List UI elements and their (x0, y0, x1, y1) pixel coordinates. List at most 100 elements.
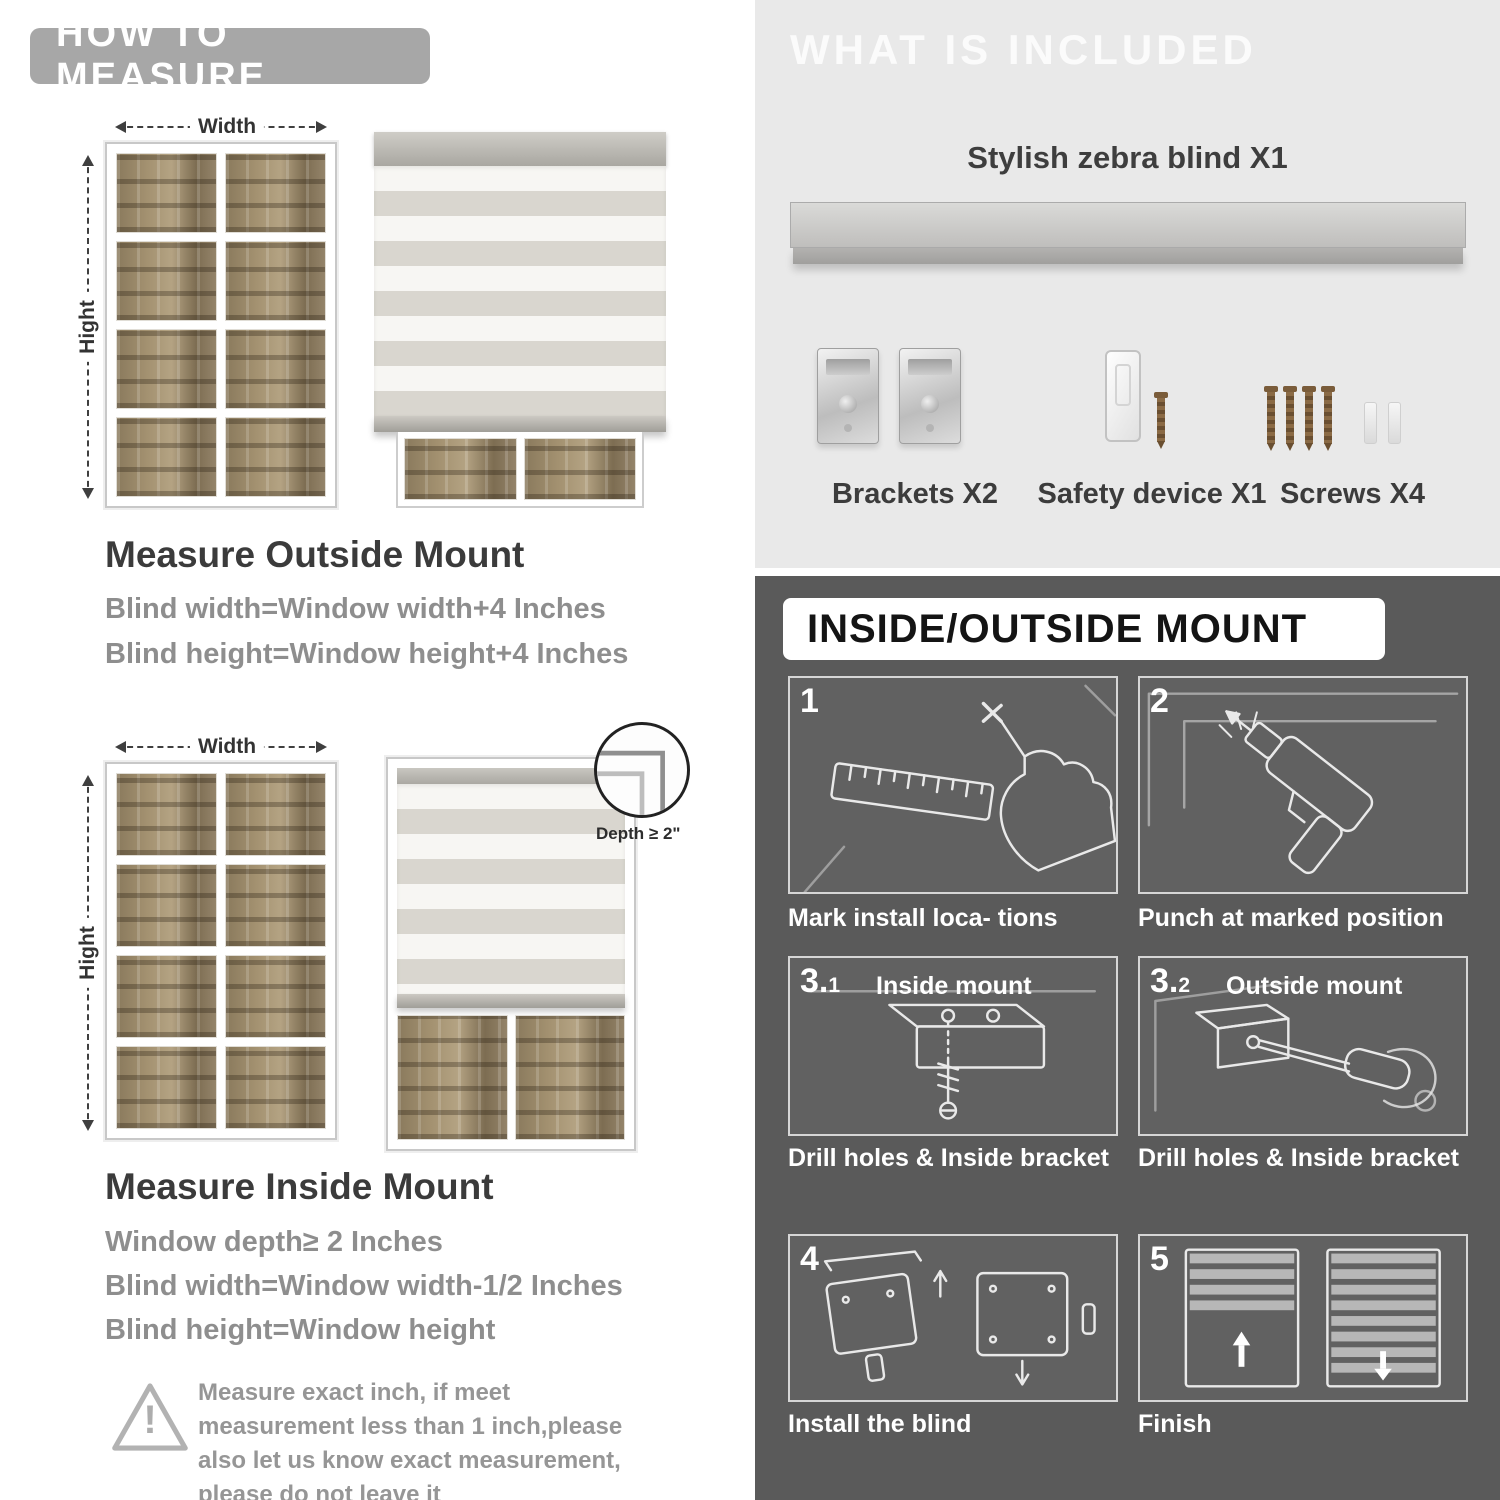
blind-bottom-rail (374, 416, 666, 432)
window-pane (116, 417, 217, 497)
headrail-illustration (790, 202, 1466, 264)
step-4-caption: Install the blind (788, 1410, 972, 1438)
zebra-blind-outside-illustration (374, 132, 666, 508)
mount-section-header: INSIDE/OUTSIDE MOUNT (783, 598, 1385, 660)
headrail-lip (793, 248, 1463, 264)
window-corner-zoom-illustration (597, 750, 665, 815)
depth-label: Depth ≥ 2" (596, 824, 681, 843)
headrail-bar (790, 202, 1466, 248)
window-pane (225, 241, 326, 321)
step-2-caption: Punch at marked position (1138, 904, 1444, 932)
safety-device-illustration (1105, 350, 1168, 449)
outside-bracket-illustration (1154, 980, 1437, 1112)
screws-illustration (1264, 386, 1401, 451)
screw-icon (1283, 386, 1297, 451)
mount-instructions-section: INSIDE/OUTSIDE MOUNT 1 Mark install loca… (755, 576, 1500, 1500)
mount-section-title: INSIDE/OUTSIDE MOUNT (807, 606, 1308, 651)
screw-icon (1154, 392, 1168, 449)
width-label-inside: Width (189, 735, 265, 759)
mark-location-illustration (803, 684, 1116, 892)
bracket-icon (817, 348, 879, 444)
step-panel-3-1: 3.1 Inside mount (788, 956, 1118, 1136)
wall-anchor-icon (1388, 402, 1401, 444)
warning-triangle-icon: ! (108, 1378, 192, 1456)
window-pane (514, 1015, 625, 1140)
inside-bracket-illustration (810, 990, 1096, 1120)
inside-mount-rule-1: Window depth≥ 2 Inches (105, 1226, 443, 1258)
blind-stripes (397, 784, 625, 994)
window-pane (523, 438, 637, 500)
step-3-2-caption: Drill holes & Inside bracket (1138, 1144, 1459, 1172)
step-panel-4: 4 (788, 1234, 1118, 1402)
step-panel-2: 2 (1138, 676, 1468, 894)
step-panel-5: 5 (1138, 1234, 1468, 1402)
blind-cassette (374, 132, 666, 166)
wall-anchor-icon (1364, 402, 1377, 444)
window-pane (403, 438, 517, 500)
step-number: 1 (800, 682, 819, 720)
window-pane (225, 153, 326, 233)
finish-illustration (1184, 1248, 1441, 1388)
window-illustration-inside (105, 762, 337, 1140)
window-pane (225, 955, 326, 1038)
outside-mount-label: Outside mount (1226, 972, 1403, 1000)
install-blind-illustration (823, 1250, 1096, 1386)
window-pane (225, 1046, 326, 1129)
step-number: 2 (1150, 682, 1169, 720)
safety-device-caption: Safety device X1 (1037, 478, 1267, 510)
window-under-blind (395, 432, 645, 508)
window-panes (116, 773, 326, 1129)
blind-cassette (397, 768, 625, 784)
measurement-warning-text: Measure exact inch, if meet measurement … (198, 1379, 623, 1500)
window-pane (116, 955, 217, 1038)
blind-item-label: Stylish zebra blind X1 (967, 140, 1288, 175)
outside-mount-rule-1: Blind width=Window width+4 Inches (105, 593, 606, 625)
window-pane (397, 1015, 508, 1140)
step-5-caption: Finish (1138, 1410, 1212, 1438)
height-label-outside: Hight (76, 292, 100, 362)
outside-mount-rule-2: Blind height=Window height+4 Inches (105, 638, 629, 670)
zebra-blind-inside-illustration (386, 757, 636, 1151)
step-3-1-caption: Drill holes & Inside bracket (788, 1144, 1109, 1172)
screws-caption: Screws X4 (1279, 478, 1426, 510)
screw-icon (1264, 386, 1278, 451)
window-pane (116, 153, 217, 233)
blind-bottom-rail (397, 994, 625, 1008)
drill-illustration (1147, 692, 1459, 875)
width-label-outside: Width (189, 115, 265, 139)
window-pane (116, 241, 217, 321)
screw-icon (1302, 386, 1316, 451)
inside-mount-label: Inside mount (876, 972, 1032, 1000)
blind-stripes (374, 166, 666, 416)
height-label-inside: Hight (76, 918, 100, 988)
step-1-caption: Mark install loca- tions (788, 904, 1058, 932)
window-pane (116, 1046, 217, 1129)
how-to-measure-header: HOW TO MEASURE (30, 13, 430, 98)
window-pane (225, 417, 326, 497)
screw-icon (1321, 386, 1335, 451)
window-pane (116, 329, 217, 409)
bracket-icon (899, 348, 961, 444)
step-panel-3-2: 3.2 Outside mount (1138, 956, 1468, 1136)
brackets-illustration (817, 348, 961, 444)
measure-outside-mount-title: Measure Outside Mount (105, 534, 525, 575)
step-number: 5 (1150, 1240, 1169, 1278)
safety-device-icon (1105, 350, 1141, 442)
window-pane (225, 329, 326, 409)
window-pane (225, 773, 326, 856)
depth-callout-circle (594, 722, 690, 818)
window-pane (116, 864, 217, 947)
step-panel-1: 1 (788, 676, 1118, 894)
window-panes (116, 153, 326, 497)
measure-inside-mount-title: Measure Inside Mount (105, 1166, 494, 1207)
warning-exclamation-mark: ! (143, 1398, 157, 1442)
step-number: 4 (800, 1240, 819, 1278)
window-pane (225, 864, 326, 947)
window-under-blind (397, 1015, 625, 1140)
step-number: 3.1 (800, 962, 841, 1000)
how-to-measure-title: HOW TO MEASURE (56, 13, 268, 98)
inside-mount-rule-3: Blind height=Window height (105, 1314, 496, 1346)
what-is-included-section: WHAT IS INCLUDED Stylish zebra blind X1 … (755, 0, 1500, 568)
what-is-included-header: WHAT IS INCLUDED (790, 26, 1257, 73)
